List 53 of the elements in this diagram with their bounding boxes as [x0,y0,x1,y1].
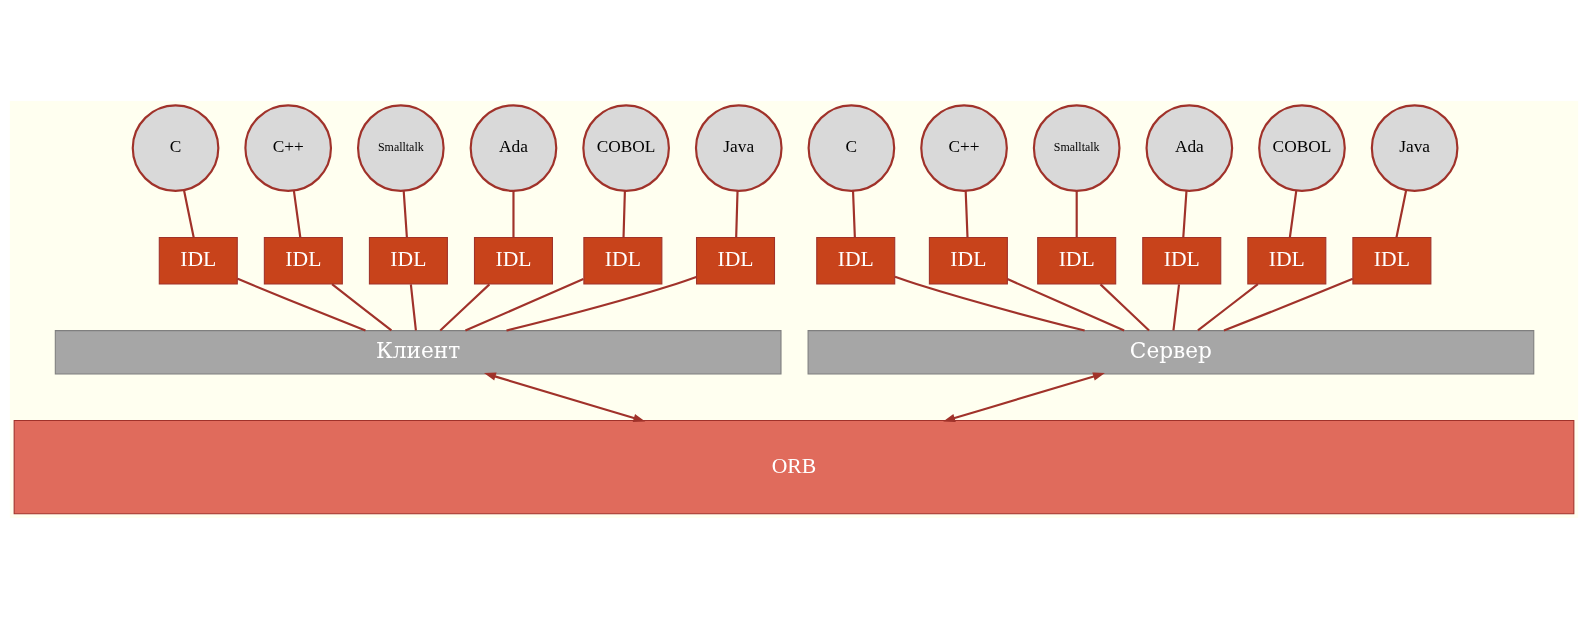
node-box: IDL [582,236,662,285]
connector [1181,190,1188,237]
arrow [942,372,1105,422]
node-box: Сервер [807,329,1534,374]
connector [464,277,584,332]
node-circle: C [807,103,895,192]
connector [1006,277,1125,332]
node-box: IDL [1036,236,1116,285]
node-box: IDL [928,236,1008,285]
node-circle: Ada [469,103,557,192]
connector [1099,283,1150,331]
connector [894,275,1085,332]
node-circle: Ada [1144,103,1233,192]
node-box: IDL [695,236,775,285]
arrow [483,372,645,422]
node-circle: Java [1370,103,1458,192]
node-box: IDL [1141,236,1221,285]
node-box: ORB [13,419,1574,514]
connector [734,190,739,237]
connector [511,190,515,237]
connector [409,283,417,331]
node-circle: Java [694,103,783,192]
connector [439,283,490,331]
node-box: IDL [815,236,895,285]
connector [851,190,856,237]
connector [236,277,366,331]
node-box: IDL [1246,236,1326,285]
connector [330,282,392,331]
connector [964,190,969,237]
node-circle: Smalltalk [1032,103,1121,192]
connector [1394,189,1407,238]
node-circle: C [131,103,219,192]
node-circle: COBOL [581,103,670,192]
connector [1196,282,1259,331]
node-circle: C++ [919,103,1008,192]
connector [505,275,697,332]
connector [1223,277,1353,332]
node-circle: C++ [243,103,332,192]
node-box: IDL [1351,236,1431,285]
connector [292,190,301,237]
connector [621,190,626,237]
node-box: IDL [368,236,448,285]
connector [402,190,408,237]
node-circle: COBOL [1257,103,1346,192]
node-circle: Smalltalk [356,103,445,192]
node-box: IDL [158,236,238,285]
connector [182,189,195,238]
node-box: IDL [473,236,553,285]
connector [1171,283,1180,331]
node-box: Клиент [54,329,782,374]
node-box: IDL [263,236,343,285]
connector [1075,190,1078,237]
connector [1288,190,1297,237]
